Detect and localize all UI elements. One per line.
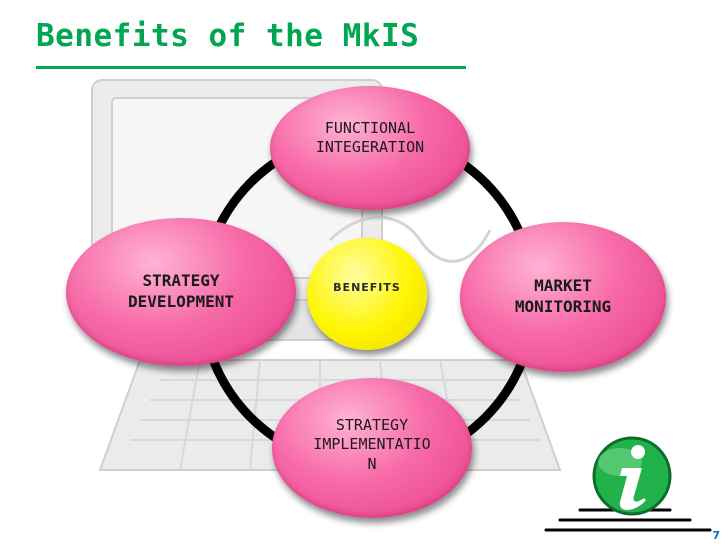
center-benefits-label: BENEFITS: [333, 280, 401, 294]
title-underline: [36, 66, 466, 69]
node-market-monitoring-label: MARKET MONITORING: [514, 276, 612, 316]
node-strategy-implementation-label: STRATEGY IMPLEMENTATIO N: [313, 415, 431, 473]
node-market-monitoring: MARKET MONITORING: [460, 222, 666, 372]
slide-title: Benefits of the MkIS: [36, 18, 420, 54]
center-benefits: BENEFITS: [307, 238, 427, 350]
node-strategy-development-label: STRATEGY DEVELOPMENT: [128, 271, 234, 311]
node-functional-integration: FUNCTIONAL INTEGERATION: [270, 86, 470, 210]
node-functional-integration-label: FUNCTIONAL INTEGERATION: [315, 118, 425, 157]
node-strategy-implementation: STRATEGY IMPLEMENTATIO N: [272, 378, 472, 518]
page-number: 7: [712, 529, 720, 542]
node-strategy-development: STRATEGY DEVELOPMENT: [66, 218, 296, 366]
info-icon: [544, 436, 712, 532]
